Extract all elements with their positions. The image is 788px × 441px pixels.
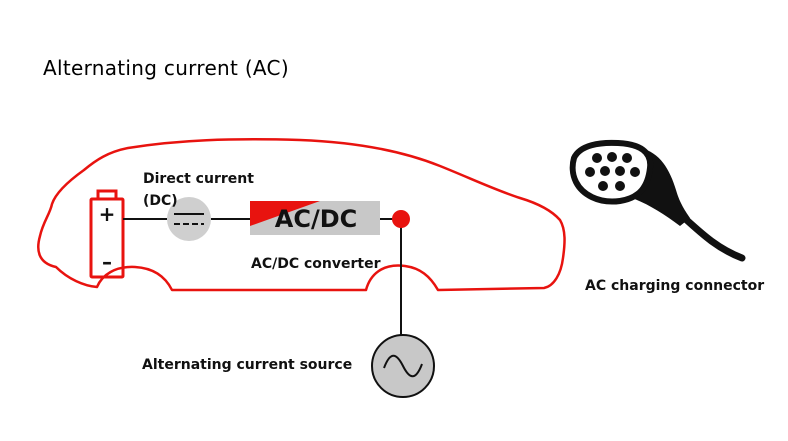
battery-icon: + – <box>89 189 125 279</box>
direct-current-abbr-label: (DC) <box>143 193 178 209</box>
direct-current-label: Direct current <box>143 171 254 187</box>
battery-negative-sign: – <box>102 250 112 274</box>
ac-source-label: Alternating current source <box>142 357 352 373</box>
battery-positive-sign: + <box>99 202 116 226</box>
car-outline-icon <box>37 138 566 292</box>
converter-text: AC/DC <box>275 205 358 233</box>
acdc-converter-box: AC/DC <box>250 201 380 235</box>
ac-source-icon <box>371 334 435 398</box>
dc-symbol-icon <box>167 197 211 241</box>
charging-connector-label: AC charging connector <box>585 278 764 294</box>
type2-plug-icon <box>569 139 746 262</box>
page-title: Alternating current (AC) <box>43 56 289 80</box>
connection-node <box>392 210 410 228</box>
converter-label: AC/DC converter <box>251 256 381 272</box>
sine-wave-icon <box>383 354 423 378</box>
